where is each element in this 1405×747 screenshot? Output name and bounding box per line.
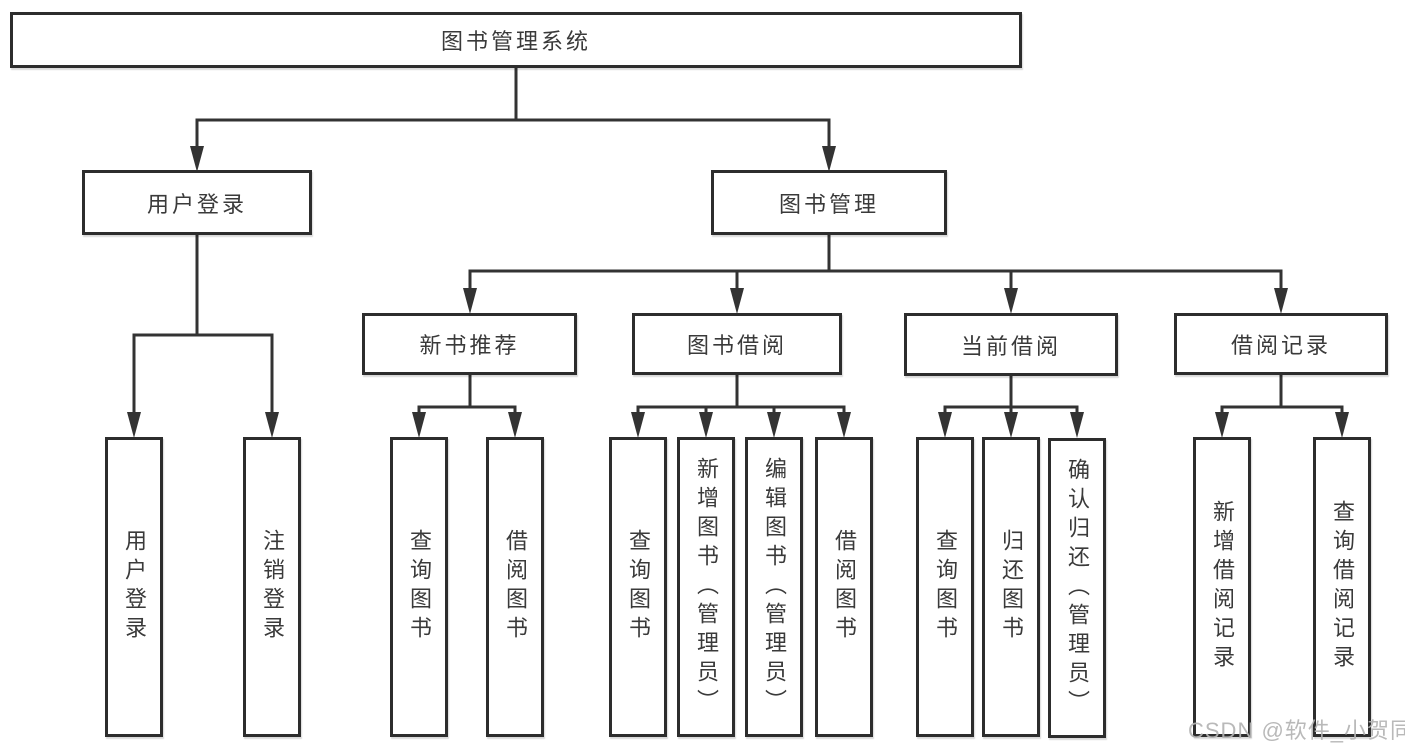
leaf-add-borrow-record-label: 新增借阅记录	[1210, 500, 1235, 674]
edges-mgmt	[463, 235, 1288, 314]
leaf-return-books-label: 归还图书	[999, 529, 1024, 645]
node-current-borrowing: 当前借阅	[904, 313, 1118, 376]
node-borrow-records: 借阅记录	[1174, 313, 1388, 375]
node-root: 图书管理系统	[10, 12, 1022, 68]
leaf-rec-query-books-label: 查询图书	[407, 529, 432, 645]
leaf-borrow-query-books: 查询图书	[609, 437, 667, 737]
leaf-user-login-label: 用户登录	[122, 529, 147, 645]
node-book-management: 图书管理	[711, 170, 947, 235]
leaf-borrow-take-books-label: 借阅图书	[832, 529, 857, 645]
leaf-borrow-take-books: 借阅图书	[815, 437, 873, 737]
leaf-current-query-books: 查询图书	[916, 437, 974, 737]
edges-root	[190, 68, 836, 172]
node-new-book-recommend-label: 新书推荐	[419, 333, 520, 358]
leaf-confirm-return-admin-label: 确认归还（管理员）	[1065, 457, 1090, 719]
node-user-login-branch: 用户登录	[82, 170, 312, 235]
leaf-rec-query-books: 查询图书	[390, 437, 448, 737]
leaf-add-books-admin: 新增图书（管理员）	[677, 437, 735, 737]
leaf-current-query-books-label: 查询图书	[933, 529, 958, 645]
node-borrow-records-label: 借阅记录	[1230, 333, 1331, 358]
leaf-add-borrow-record: 新增借阅记录	[1193, 437, 1251, 737]
leaf-return-books: 归还图书	[982, 437, 1040, 737]
node-new-book-recommend: 新书推荐	[362, 313, 577, 375]
leaf-rec-borrow-books-label: 借阅图书	[503, 529, 528, 645]
edges-current	[938, 376, 1084, 438]
leaf-query-borrow-record: 查询借阅记录	[1313, 437, 1371, 737]
leaf-edit-books-admin: 编辑图书（管理员）	[745, 437, 803, 737]
leaf-confirm-return-admin: 确认归还（管理员）	[1048, 438, 1106, 738]
node-user-login-branch-label: 用户登录	[146, 191, 247, 217]
node-book-management-label: 图书管理	[778, 191, 879, 217]
leaf-logout: 注销登录	[243, 437, 301, 737]
node-book-borrowing-label: 图书借阅	[686, 333, 787, 358]
leaf-rec-borrow-books: 借阅图书	[486, 437, 544, 737]
edges-rec	[412, 375, 522, 438]
csdn-watermark: CSDN @软件_小贺同学	[1188, 718, 1405, 743]
node-current-borrowing-label: 当前借阅	[960, 333, 1061, 359]
edges-login	[127, 235, 279, 438]
node-root-label: 图书管理系统	[440, 29, 591, 54]
edges-borrow	[631, 375, 851, 438]
leaf-user-login: 用户登录	[105, 437, 163, 737]
edges-history	[1215, 375, 1349, 438]
leaf-query-borrow-record-label: 查询借阅记录	[1330, 500, 1355, 674]
leaf-edit-books-admin-label: 编辑图书（管理员）	[762, 456, 787, 718]
leaf-borrow-query-books-label: 查询图书	[626, 529, 651, 645]
node-book-borrowing: 图书借阅	[632, 313, 842, 375]
leaf-add-books-admin-label: 新增图书（管理员）	[694, 456, 719, 718]
leaf-logout-label: 注销登录	[260, 529, 285, 645]
